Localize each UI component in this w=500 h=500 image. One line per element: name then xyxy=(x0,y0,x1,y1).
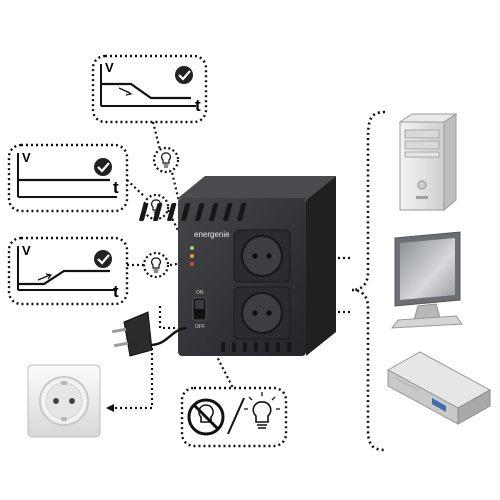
graph-voltage-rise: V t xyxy=(7,236,129,306)
arrow-head xyxy=(106,404,114,412)
graph-voltage-drop: V t xyxy=(91,54,208,124)
graph-axis-v-label: V xyxy=(22,243,31,258)
output-socket xyxy=(233,229,291,283)
graph-axis-t-label: t xyxy=(195,96,201,115)
monitor-icon xyxy=(390,231,463,329)
bulb-state-panel xyxy=(180,386,288,448)
devices-bracket xyxy=(351,110,386,452)
brand-logo-text: energenie xyxy=(194,230,230,239)
media-player-icon xyxy=(386,351,492,425)
bulb-icon xyxy=(244,392,280,429)
check-icon xyxy=(94,158,112,176)
vent-slots xyxy=(221,342,291,352)
check-icon xyxy=(175,66,193,84)
check-icon xyxy=(94,250,112,268)
status-led xyxy=(190,262,194,266)
graph-voltage-stable: V t xyxy=(7,143,129,213)
bulb-icon xyxy=(142,251,170,279)
graph-axis-t-label: t xyxy=(113,282,119,301)
wall-socket-icon xyxy=(27,364,101,438)
graph-axis-v-label: V xyxy=(22,150,31,165)
graph-axis-t-label: t xyxy=(113,178,119,197)
output-socket xyxy=(233,286,291,340)
vent-slots xyxy=(139,203,247,221)
bulb-icon xyxy=(152,146,180,174)
status-led xyxy=(190,246,194,250)
bulb-off-icon xyxy=(187,398,225,436)
slash-divider xyxy=(227,397,245,435)
voltage-regulator-device: energenie ON OFF xyxy=(139,176,336,356)
voltage-curve xyxy=(101,82,191,100)
voltage-curve xyxy=(18,269,110,286)
switch-off-label: OFF xyxy=(195,324,205,330)
status-led xyxy=(190,254,194,258)
graph-axis-v-label: V xyxy=(105,60,114,75)
switch-on-label: ON xyxy=(196,290,204,296)
power-plug-icon xyxy=(111,311,187,357)
desktop-tower-icon xyxy=(398,113,458,212)
arrow-marker xyxy=(37,274,51,281)
